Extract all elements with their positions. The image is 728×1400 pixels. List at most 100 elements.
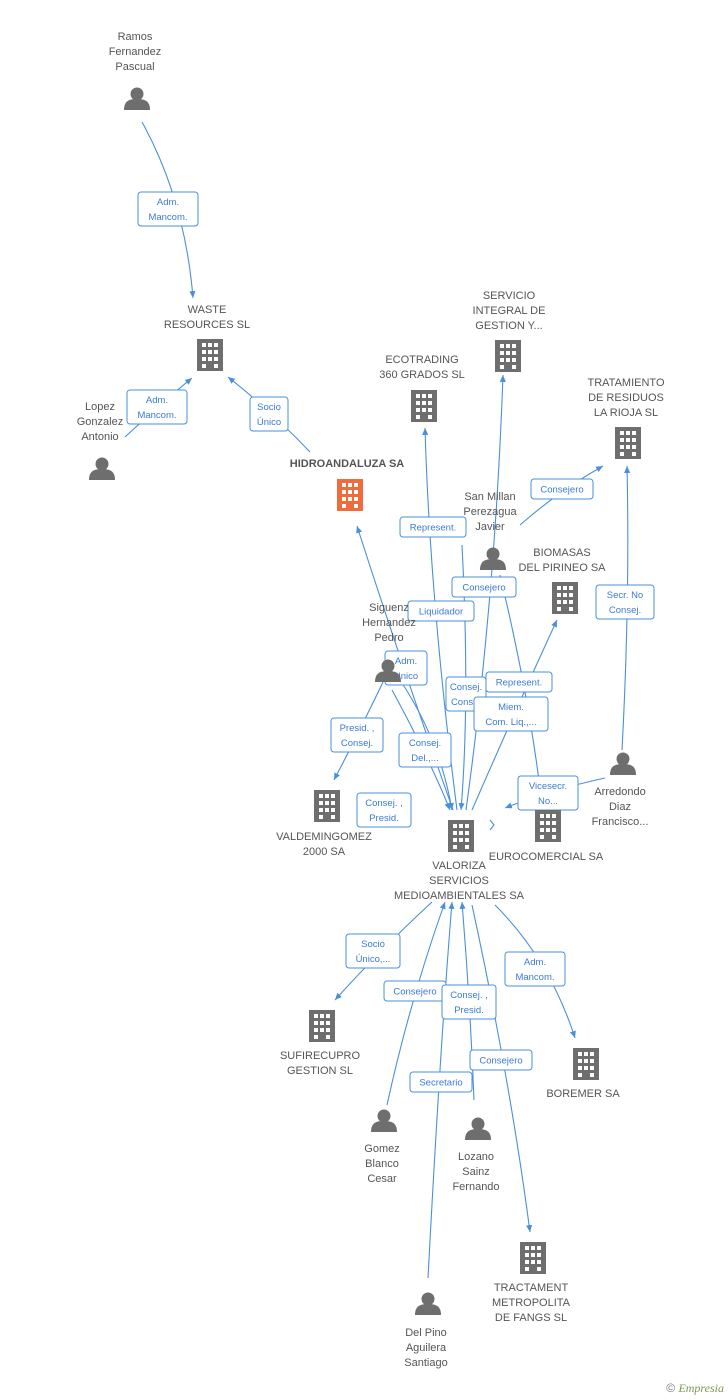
edge-label-box: [399, 516, 467, 538]
edge-label-text: Presid.: [454, 1005, 484, 1016]
edge-label-box: [441, 984, 497, 1020]
brand-logo-text: Empresia: [678, 1381, 724, 1395]
edge-label-e15[interactable]: Vicesecr. No...: [517, 775, 579, 811]
node-label: Sainz: [462, 1166, 490, 1178]
node-hidro[interactable]: HIDROANDALUZA SA: [290, 458, 405, 511]
node-label: GESTION SL: [287, 1065, 353, 1077]
edge-label-text: Mancom.: [515, 972, 554, 983]
edge-label-e20[interactable]: Adm.Mancom.: [504, 951, 566, 987]
edge-label-box: [398, 732, 452, 768]
node-label: Santiago: [404, 1357, 447, 1369]
edge-label-e5[interactable]: Consejero: [530, 478, 594, 500]
node-label: San Millan: [464, 491, 515, 503]
node-label: Del Pino: [405, 1327, 447, 1339]
building-icon: [615, 427, 641, 459]
node-label: DE RESIDUOS: [588, 392, 664, 404]
edge-label-e2[interactable]: Adm. Mancom.: [126, 389, 188, 425]
edge-label-text: Consejero: [479, 1056, 522, 1067]
edge-label-e12[interactable]: Miem.Com. Liq.,...: [473, 696, 549, 732]
edge-label-box: [469, 1049, 533, 1071]
edge-label-box: [504, 951, 566, 987]
edges: [124, 121, 631, 1279]
edge-label-text: Consejero: [540, 485, 583, 496]
edge-label-text: Vicesecr.: [529, 781, 567, 792]
edge-label-e22[interactable]: Secretario: [409, 1071, 473, 1093]
edge-label-text: Mancom.: [137, 410, 176, 421]
edge-label-box: [473, 696, 549, 732]
edge-label-e1[interactable]: Adm.Mancom.: [137, 191, 199, 227]
node-label: TRACTAMENT: [494, 1282, 569, 1294]
node-label: Fernando: [452, 1181, 499, 1193]
edge-label-e21[interactable]: Consejero: [469, 1049, 533, 1071]
edge-label-e13[interactable]: Presid. ,Consej.: [330, 717, 384, 753]
edge-label-e4[interactable]: Represent.: [399, 516, 467, 538]
edge-gomez-valoriza: [386, 901, 446, 1106]
node-eurocomercial[interactable]: EUROCOMERCIAL SA: [489, 810, 604, 863]
node-label: Antonio: [81, 431, 118, 443]
node-label: Lopez: [85, 401, 115, 413]
person-icon: [124, 87, 150, 110]
edge-label-e18[interactable]: Consejero: [383, 980, 447, 1002]
edge-label-text: Miem.: [498, 702, 524, 713]
edge-label-e11[interactable]: Represent.: [485, 671, 553, 693]
edge-label-e17[interactable]: SocioÚnico,...: [345, 933, 401, 969]
edge-label-e19[interactable]: Consej. , Presid.: [441, 984, 497, 1020]
edge-label-text: Cons...: [451, 697, 481, 708]
edge-label-text: Consej. ,: [365, 798, 403, 809]
person-icon: [610, 752, 636, 775]
edge-label-box: [330, 717, 384, 753]
edge-label-text: Adm.: [146, 395, 168, 406]
edge-label-text: Represent.: [496, 678, 542, 689]
person-icon: [371, 1109, 397, 1132]
node-label: TRATAMIENTO: [588, 377, 665, 389]
edge-delpino-valoriza: [427, 901, 455, 1279]
node-label: Aguilera: [406, 1342, 447, 1354]
edge-label-text: Socio: [257, 402, 281, 413]
building-icon: [573, 1048, 599, 1080]
edge-label-text: Único: [257, 417, 281, 428]
node-arredondo[interactable]: ArredondoDiazFrancisco...: [592, 752, 649, 829]
edge-label-box: [137, 191, 199, 227]
node-label: Hernandez: [362, 617, 416, 629]
edge-label-text: No...: [538, 796, 558, 807]
node-label: DEL PIRINEO SA: [518, 562, 606, 574]
edge-label-box: [407, 600, 475, 622]
edge-label-e6[interactable]: Consejero: [451, 576, 517, 598]
node-label: Pascual: [115, 61, 154, 73]
node-label: SERVICIO: [483, 290, 536, 302]
edge-label-box: [126, 389, 188, 425]
edge-label-e16[interactable]: Consej. ,Presid.: [356, 792, 412, 828]
edge-label-text: Adm.: [395, 656, 417, 667]
node-label: INTEGRAL DE: [473, 305, 546, 317]
node-label: SERVICIOS: [429, 875, 489, 887]
node-label: EUROCOMERCIAL SA: [489, 851, 604, 863]
person-icon: [480, 547, 506, 570]
edge-label-text: Consej. ,: [450, 990, 488, 1001]
edge-label-e7[interactable]: Liquidador: [407, 600, 475, 622]
edge-label-e14[interactable]: Consej.Del.,...: [398, 732, 452, 768]
person-icon: [465, 1117, 491, 1140]
edge-label-text: Unico: [394, 671, 418, 682]
edge-label-text: Consej.: [409, 738, 441, 749]
node-label: Arredondo: [594, 786, 645, 798]
node-boremer[interactable]: BOREMER SA: [546, 1048, 620, 1100]
